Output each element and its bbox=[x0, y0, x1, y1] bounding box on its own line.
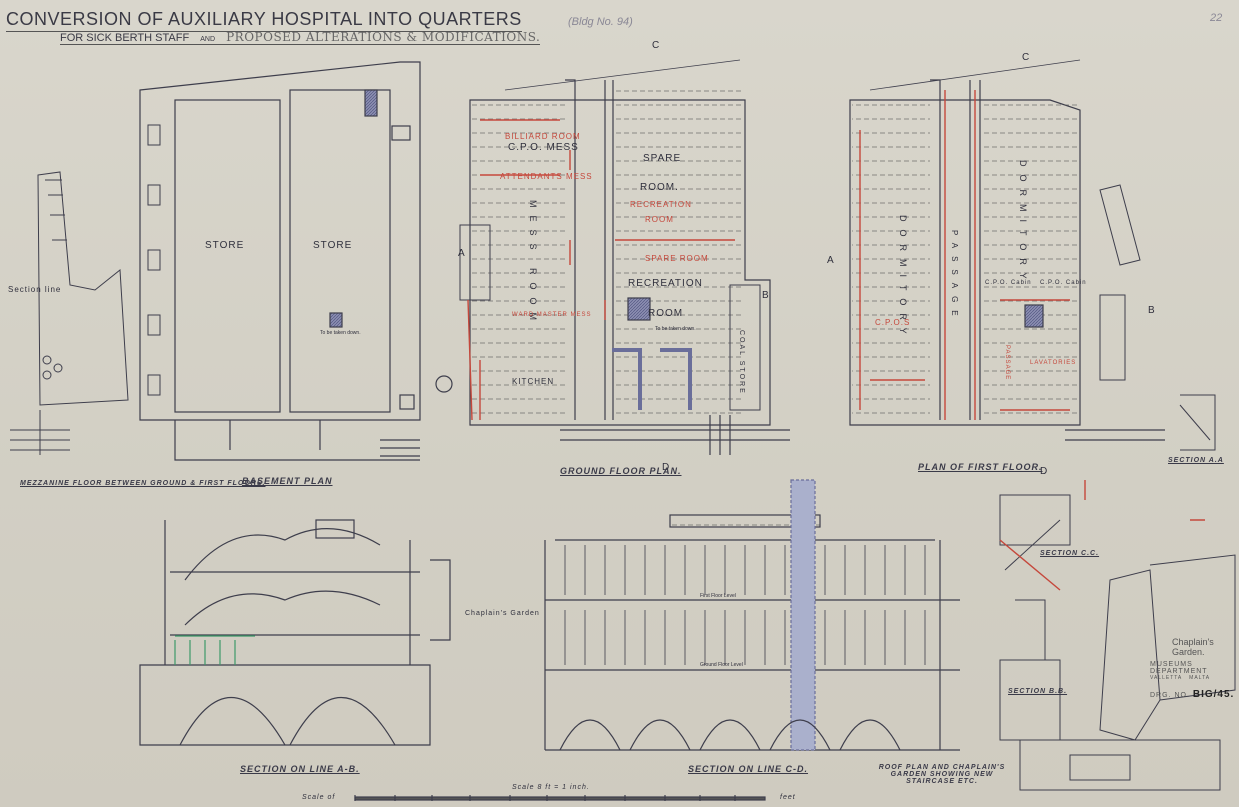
first-floor-plan bbox=[849, 59, 1165, 441]
red-label: Room bbox=[645, 215, 674, 224]
room-label: C.P.O. Cabin bbox=[985, 280, 1032, 286]
red-label: Spare Room bbox=[645, 254, 709, 263]
mezzanine-caption: Mezzanine Floor between Ground & First F… bbox=[20, 480, 266, 487]
room-label: Mess Room bbox=[528, 200, 538, 329]
section-marker-c: C bbox=[1022, 52, 1031, 63]
museum-stamp: Chaplain's Garden. Museums Department Va… bbox=[1150, 637, 1239, 700]
section-marker-c: C bbox=[652, 40, 661, 51]
red-alterations bbox=[467, 90, 1205, 591]
corner-number: 22 bbox=[1210, 12, 1223, 24]
red-label: Passage bbox=[1004, 345, 1010, 381]
red-label: Attendants Mess bbox=[500, 172, 593, 181]
basement-plan bbox=[139, 61, 453, 461]
pencil-building-note: (Bldg No. 94) bbox=[568, 16, 633, 28]
chaplains-garden-small: Chaplain's Garden bbox=[465, 610, 540, 617]
section-marker-d: D bbox=[1040, 466, 1049, 477]
roof-plan-caption: Roof Plan and Chaplain's Garden showing … bbox=[878, 764, 1006, 785]
scale-label: Scale of bbox=[302, 794, 336, 801]
red-label: C.P.O.s bbox=[875, 318, 911, 327]
first-floor-caption: Plan of First Floor. bbox=[918, 462, 1043, 472]
section-marker-a: A bbox=[827, 255, 835, 266]
room-label: Passage bbox=[950, 230, 959, 324]
drawing-number-row: Drg. No. BIG/45. bbox=[1150, 689, 1239, 700]
red-label: Ward Master Mess bbox=[512, 312, 592, 318]
room-label: C.P.O. Mess bbox=[508, 142, 579, 153]
section-bb-caption: Section B.B. bbox=[1008, 688, 1068, 695]
drawing-subtitle: for Sick Berth Staff and Proposed Altera… bbox=[60, 30, 541, 45]
drawing-number: BIG/45. bbox=[1192, 689, 1235, 700]
section-cc-caption: Section C.C. bbox=[1040, 550, 1100, 557]
subtitle-and: and bbox=[200, 36, 216, 43]
basement-room-label: Store bbox=[205, 240, 245, 251]
section-ab bbox=[139, 519, 451, 746]
room-label: C.P.O. Cabin bbox=[1040, 280, 1087, 286]
red-label: Recreation bbox=[630, 200, 692, 209]
stamp-location: Valletta Malta bbox=[1150, 675, 1239, 681]
section-marker-d: D bbox=[662, 462, 671, 473]
first-floor-level: First Floor Level bbox=[700, 593, 736, 599]
ground-floor-level: Ground Floor Level bbox=[700, 662, 743, 668]
sections-small bbox=[999, 394, 1236, 791]
red-label: Billiard Room bbox=[505, 132, 581, 141]
section-ab-caption: Section on line A-B. bbox=[240, 764, 360, 774]
section-marker-b: B bbox=[762, 290, 770, 301]
red-label: Lavatories bbox=[1030, 360, 1077, 366]
subtitle-staff: for Sick Berth Staff bbox=[60, 32, 190, 44]
basement-room-label: Store bbox=[313, 240, 353, 251]
ground-floor-caption: Ground Floor Plan. bbox=[560, 466, 682, 476]
room-label: Coal Store bbox=[738, 330, 745, 395]
section-marker-a: A bbox=[458, 248, 466, 259]
stamp-garden: Chaplain's Garden. bbox=[1172, 637, 1214, 657]
room-label: Kitchen bbox=[512, 377, 555, 386]
stamp-country: Malta bbox=[1189, 675, 1211, 681]
scale-unit: feet bbox=[780, 794, 796, 801]
room-label: Room. bbox=[640, 182, 679, 193]
ground-note: To be taken down. bbox=[655, 326, 696, 332]
section-cd bbox=[544, 479, 960, 751]
drawing-title: Conversion of Auxiliary Hospital into Qu… bbox=[6, 9, 522, 32]
stamp-department: Museums Department bbox=[1150, 661, 1208, 675]
stamp-city: Valletta bbox=[1150, 675, 1182, 681]
scale-bar bbox=[354, 795, 766, 801]
mezzanine-plan bbox=[10, 171, 129, 455]
room-label: Dormitory bbox=[1018, 160, 1028, 287]
drawing-number-label: Drg. No. bbox=[1150, 692, 1190, 699]
room-label: Dormitory bbox=[898, 215, 908, 342]
section-cd-caption: Section on line C-D. bbox=[688, 764, 809, 774]
room-label: Spare bbox=[643, 153, 682, 164]
scale-ratio: Scale 8 ft = 1 inch. bbox=[512, 784, 590, 791]
room-label: Room bbox=[648, 308, 684, 319]
mezzanine-section-line: Section line bbox=[8, 285, 62, 294]
subtitle-alterations: Proposed Alterations & Modifications. bbox=[226, 30, 541, 44]
basement-note: To be taken down. bbox=[320, 330, 361, 336]
section-cd-columns bbox=[564, 545, 926, 665]
room-label: Recreation bbox=[628, 278, 703, 289]
basement-caption: Basement Plan bbox=[242, 476, 333, 486]
section-marker-b: B bbox=[1148, 305, 1156, 316]
ground-floor-plan bbox=[459, 59, 790, 455]
section-aa-caption: Section A.A bbox=[1168, 457, 1224, 464]
